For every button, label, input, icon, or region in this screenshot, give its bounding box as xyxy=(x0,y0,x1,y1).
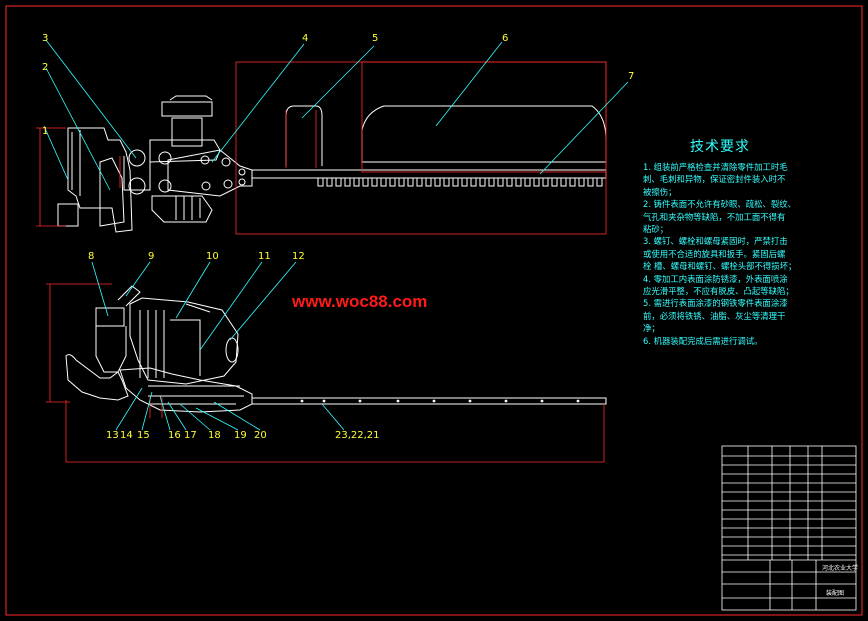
technical-requirement-line: 被擦伤； xyxy=(643,186,677,197)
technical-requirement-line: 前，必须将铁锈、油脂、灰尘等清理干 xyxy=(643,310,786,321)
technical-requirement-line: 或使用不合适的旋具和扳手。紧固后螺 xyxy=(643,248,786,259)
callout-5: 5 xyxy=(372,33,379,44)
leader-lines xyxy=(43,39,629,431)
callout-11: 11 xyxy=(258,251,271,262)
watermark-text: www.woc88.com xyxy=(292,292,428,311)
callout-10: 10 xyxy=(206,251,219,262)
callout-14: 14 xyxy=(120,430,133,441)
callout-12: 12 xyxy=(292,251,305,262)
technical-requirement-line: 5. 需进行表面涂漆的钢铁零件表面涂漆 xyxy=(643,298,788,309)
technical-requirement-line: 1. 组装前严格检查并清除零件加工时毛 xyxy=(643,162,788,172)
side-view xyxy=(65,285,607,413)
technical-requirement-line: 气孔和夹杂物等缺陷，不加工面不得有 xyxy=(643,211,786,222)
callout-3: 3 xyxy=(42,33,49,44)
callout-23-22-21: 23,22,21 xyxy=(335,430,380,441)
technical-requirement-line: 净； xyxy=(643,323,660,334)
technical-requirement-line: 3. 螺钉、螺栓和螺母紧固时，严禁打击 xyxy=(643,236,788,247)
callout-4: 4 xyxy=(302,33,309,44)
top-view xyxy=(57,95,607,233)
top-view-dimensions xyxy=(36,61,607,235)
sheet-frame xyxy=(5,5,863,616)
callout-20: 20 xyxy=(254,430,267,441)
technical-requirement-line: 栓 槽、螺母和螺钉、螺栓头部不得损坏； xyxy=(643,261,797,272)
technical-requirement-line: 粘砂； xyxy=(643,224,669,235)
technical-requirement-line: 应光滑平整，不应有脱皮、凸起等缺陷； xyxy=(643,286,794,297)
technical-requirement-line: 刺、毛刺和异物，保证密封件装入时不 xyxy=(643,174,786,185)
title-block-drawing-name: 装配图 xyxy=(826,590,845,597)
callout-7: 7 xyxy=(628,71,635,82)
callout-8: 8 xyxy=(88,251,95,262)
parts-list xyxy=(721,445,857,611)
callout-16: 16 xyxy=(168,430,181,441)
technical-requirement-line: 6. 机器装配完成后需进行调试。 xyxy=(643,335,763,346)
callout-2: 2 xyxy=(42,62,49,73)
callout-18: 18 xyxy=(208,430,221,441)
callout-13: 13 xyxy=(106,430,119,441)
callout-15: 15 xyxy=(137,430,150,441)
side-view-blade-markers xyxy=(300,399,580,403)
callout-19: 19 xyxy=(234,430,247,441)
callout-1: 1 xyxy=(42,126,49,137)
technical-requirements-title: 技术要求 xyxy=(690,139,750,155)
technical-requirement-line: 4. 零加工内表面涂防锈漆，外表面喷涂 xyxy=(643,273,788,284)
technical-requirement-line: 2. 铸件表面不允许有砂眼、疏松、裂纹、 xyxy=(643,199,797,210)
callout-6: 6 xyxy=(502,33,509,44)
technical-requirements-list: 1. 组装前严格检查并清除零件加工时毛刺、毛刺和异物，保证密封件装入时不被擦伤；… xyxy=(643,161,833,347)
callout-17: 17 xyxy=(184,430,197,441)
title-block-school: 河北农业大学 xyxy=(822,565,859,572)
callout-9: 9 xyxy=(148,251,155,262)
